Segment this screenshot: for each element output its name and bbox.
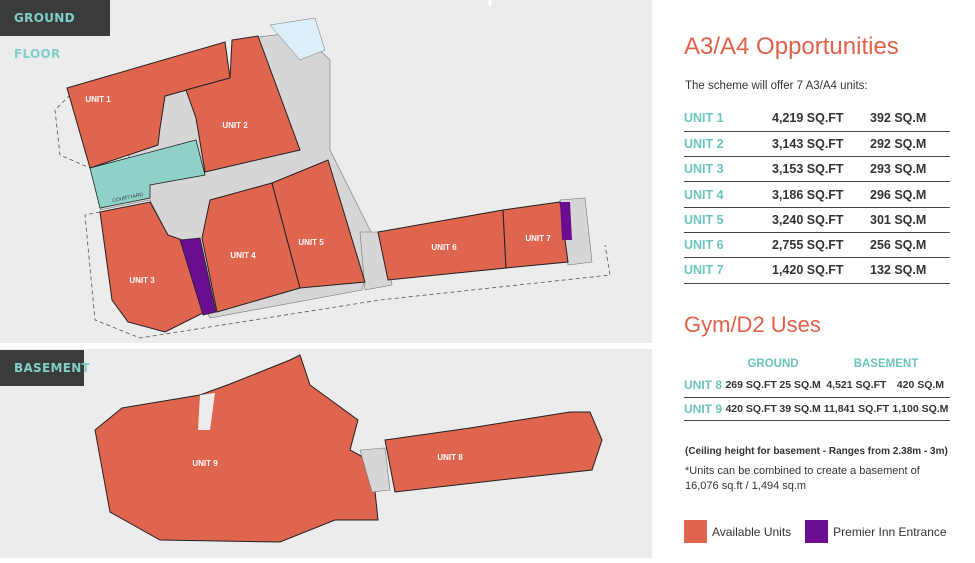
unit-1-label: UNIT 1 (85, 95, 111, 104)
unit-2-area (185, 35, 301, 173)
gym-title: Gym/D2 Uses (684, 312, 821, 337)
floor-plan-svg: UNIT 1 UNIT 2 UNIT 3 UNIT 4 UNIT 5 UNIT … (0, 0, 652, 558)
ceiling-note: (Ceiling height for basement - Ranges fr… (685, 446, 948, 457)
unit-8-label: UNIT 8 (437, 453, 463, 462)
unit-sqm: 256 SQ.M (870, 232, 950, 259)
unit-7-label: UNIT 7 (525, 234, 551, 243)
gym-g-sqm: 39 SQ.M (778, 397, 822, 421)
unit-sqm: 132 SQ.M (870, 257, 950, 284)
unit-unit: UNIT 6 (684, 232, 772, 259)
basement-tag: BASEMENT (0, 350, 90, 386)
gym-b-sqm: 1,100 SQ.M (890, 397, 950, 421)
site-boundary (54, 89, 611, 339)
unit-4-label: UNIT 4 (230, 251, 256, 260)
premier-swatch (805, 520, 829, 543)
unit-2-label: UNIT 2 (222, 121, 248, 130)
legend-available: Available Units (712, 524, 792, 539)
legend: Available Units Premier Inn Entrance (684, 520, 947, 543)
courtyard-area (89, 139, 206, 209)
available-swatch (684, 520, 707, 543)
unit-9-label: UNIT 9 (192, 459, 218, 468)
a3a4-intro: The scheme will offer 7 A3/A4 units: (685, 80, 868, 92)
unit-sqm: 392 SQ.M (870, 106, 950, 132)
gym-b-sqm: 420 SQ.M (890, 374, 950, 398)
gym-g-sqft: 420 SQ.FT (724, 397, 779, 421)
unit-sqft: 3,240 SQ.FT (772, 207, 870, 233)
a3a4-title: A3/A4 Opportunities (684, 33, 899, 60)
unit-sqm: 292 SQ.M (870, 131, 950, 158)
unit-sqft: 2,755 SQ.FT (772, 232, 870, 259)
combine-note: *Units can be combined to create a basem… (685, 465, 920, 492)
unit-sqft: 3,153 SQ.FT (772, 156, 870, 183)
unit-sqm: 293 SQ.M (870, 156, 950, 183)
unit-4-area (201, 182, 301, 313)
unit-sqft: 3,143 SQ.FT (772, 131, 870, 158)
unit-5-label: UNIT 5 (298, 238, 324, 247)
empty-header (684, 354, 724, 374)
gym-unit: UNIT 8 (684, 374, 725, 398)
ground-floor-tag: GROUND FLOOR (0, 0, 110, 61)
premier-inn-entrance-east (560, 202, 572, 240)
unit-1-area (66, 41, 231, 169)
unit-sqft: 1,420 SQ.FT (772, 257, 870, 284)
gym-g-sqm: 25 SQ.M (778, 374, 822, 398)
gym-b-sqft: 4,521 SQ.FT (821, 374, 891, 398)
unit-7-area (502, 201, 569, 269)
stair-core (269, 17, 326, 61)
unit-sqm: 301 SQ.M (870, 207, 950, 233)
unit-unit: UNIT 1 (684, 106, 772, 132)
unit-sqft: 4,219 SQ.FT (772, 106, 870, 132)
unit-unit: UNIT 5 (684, 207, 772, 233)
gym-unit: UNIT 9 (684, 397, 725, 421)
unit-5-area (271, 159, 366, 289)
gym-g-sqft: 269 SQ.FT (724, 374, 779, 398)
unit-unit: UNIT 7 (684, 257, 772, 284)
floor-plan-map: UNIT 1 UNIT 2 UNIT 3 UNIT 4 UNIT 5 UNIT … (0, 0, 652, 558)
unit-unit: UNIT 2 (684, 131, 772, 158)
unit-sqm: 296 SQ.M (870, 181, 950, 208)
premier-inn-entrance-area (179, 237, 217, 316)
gym-b-sqft: 11,841 SQ.FT (821, 397, 891, 421)
basement-stair (359, 447, 391, 493)
unit-unit: UNIT 4 (684, 181, 772, 208)
basement-header: BASEMENT (853, 358, 919, 370)
void (198, 393, 215, 430)
unit-3-label: UNIT 3 (129, 276, 155, 285)
legend-premier: Premier Inn Entrance (833, 524, 947, 539)
unit-unit: UNIT 3 (684, 156, 772, 183)
unit-6-label: UNIT 6 (431, 243, 457, 252)
unit-9-area (94, 354, 379, 543)
unit-sqft: 3,186 SQ.FT (772, 181, 870, 208)
unit-8-area (384, 411, 603, 493)
ground-header: GROUND (747, 358, 799, 370)
